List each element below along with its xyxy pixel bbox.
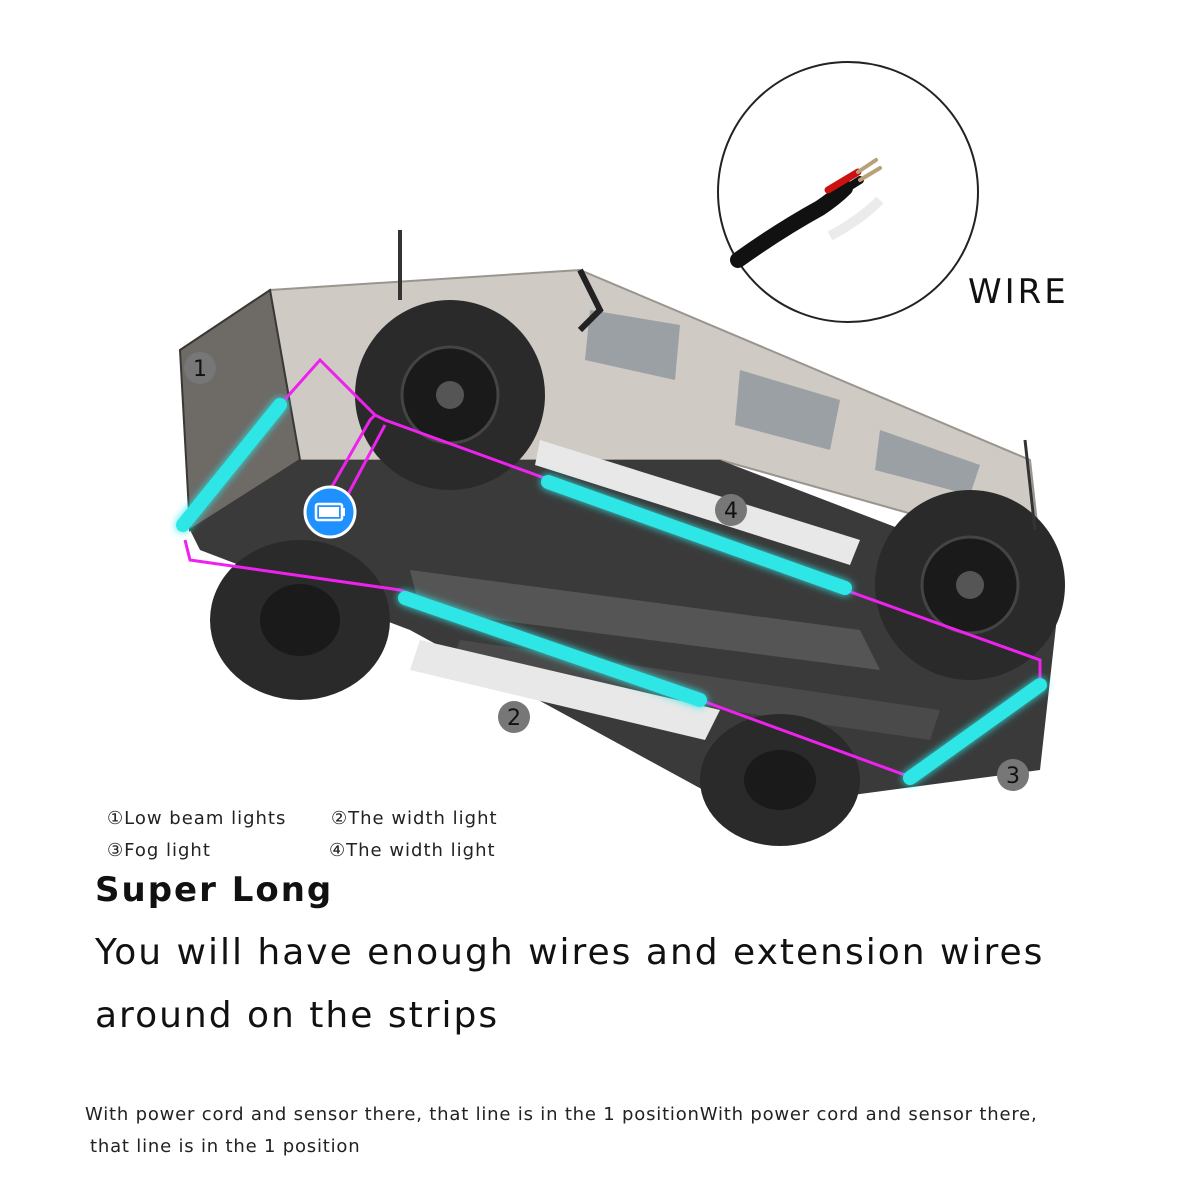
tire-rear-bottom [700, 714, 860, 846]
tire-front-bottom [210, 540, 390, 700]
led-strip-2 [398, 591, 707, 707]
vehicle-illustration [178, 230, 1065, 846]
legend-item-4: ④The width light [329, 840, 496, 861]
tire-rear-top [875, 490, 1065, 680]
body-line-1: You will have enough wires and extension… [95, 932, 1045, 973]
wire-inset [717, 61, 979, 323]
wire-label: WIRE [968, 272, 1069, 312]
led-strip-3 [903, 678, 1047, 785]
wire-closeup [730, 158, 884, 268]
marker-2-label: 2 [507, 706, 521, 731]
marker-4: 4 [715, 494, 747, 526]
marker-4-label: 4 [724, 499, 738, 524]
footer-line-1: With power cord and sensor there, that l… [85, 1104, 1038, 1125]
footer-line-2: that line is in the 1 position [90, 1136, 361, 1157]
marker-2: 2 [498, 701, 530, 733]
marker-3-label: 3 [1006, 764, 1020, 789]
led-strips [176, 398, 1047, 785]
legend-item-2: ②The width light [331, 808, 498, 829]
battery-icon [303, 485, 357, 539]
heading-super-long: Super Long [95, 870, 334, 910]
legend-item-1: ①Low beam lights [107, 808, 287, 829]
wire-lines [183, 357, 1042, 777]
led-strip-4 [541, 475, 852, 595]
legend-item-3: ③Fog light [107, 840, 211, 861]
marker-1-label: 1 [193, 357, 207, 382]
body-line-2: around on the strips [95, 995, 500, 1036]
marker-3: 3 [997, 759, 1029, 791]
led-strip-1 [176, 398, 287, 532]
marker-1: 1 [184, 352, 216, 384]
